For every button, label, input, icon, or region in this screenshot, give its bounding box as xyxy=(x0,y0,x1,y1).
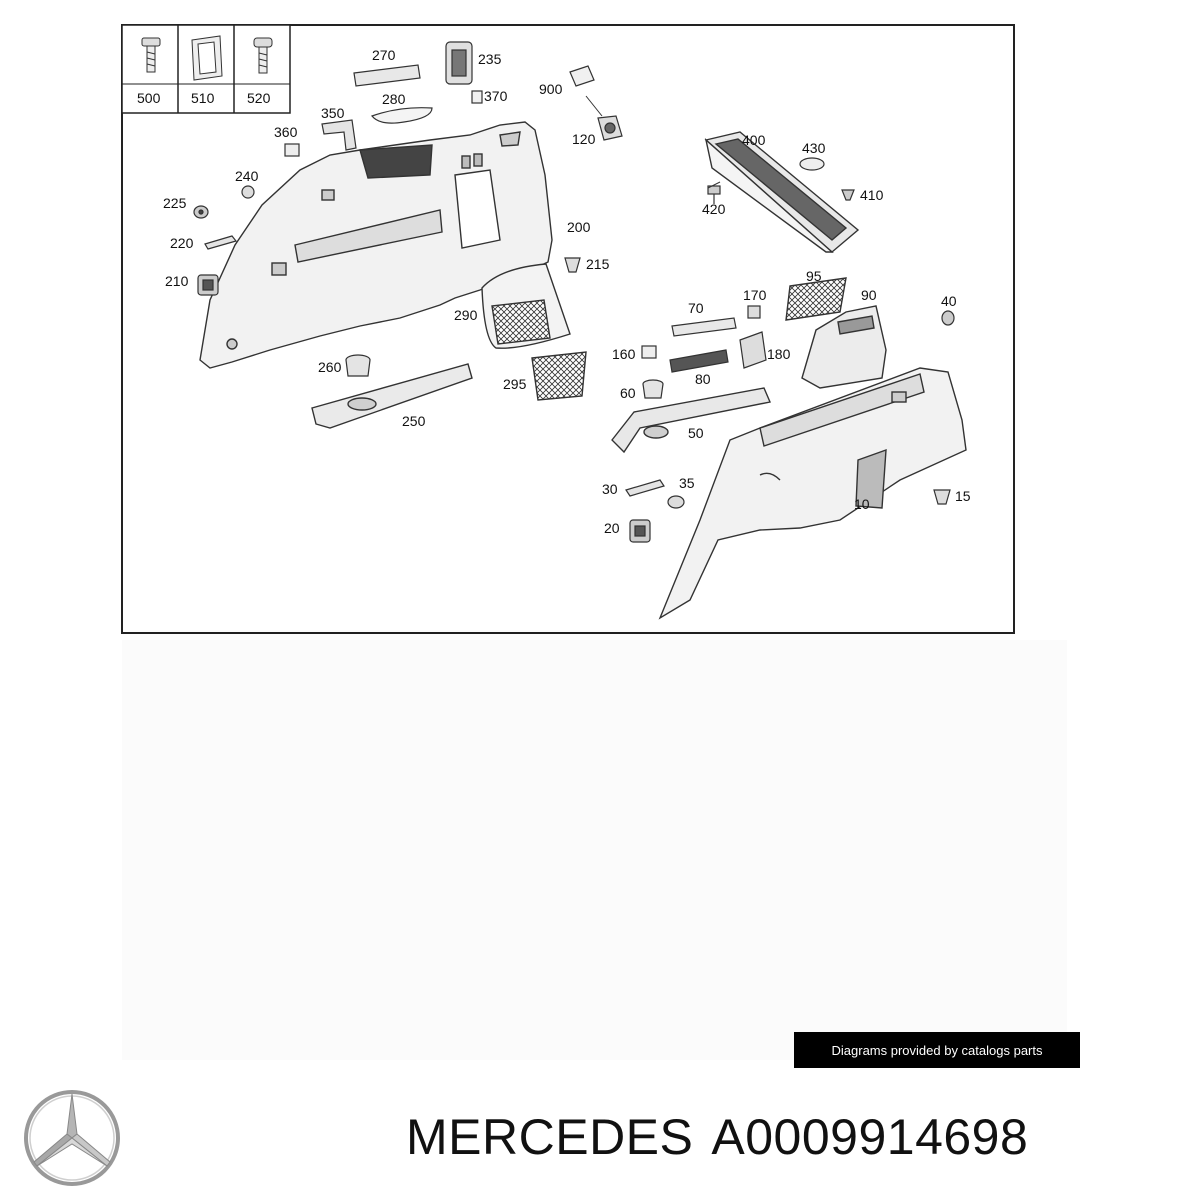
part-number: A0009914698 xyxy=(711,1109,1029,1165)
part-90 xyxy=(801,305,887,389)
part-430 xyxy=(799,157,825,171)
part-250 xyxy=(311,363,473,429)
right-trim-panel xyxy=(658,367,967,620)
part-170 xyxy=(747,305,761,319)
callout-210: 210 xyxy=(165,273,189,289)
part-280 xyxy=(371,107,433,124)
callout-80: 80 xyxy=(695,371,711,387)
part-220 xyxy=(204,235,238,250)
callout-370: 370 xyxy=(484,88,508,104)
fastener-label-510: 510 xyxy=(191,90,215,106)
part-35 xyxy=(667,495,685,509)
callout-360: 360 xyxy=(274,124,298,140)
part-225 xyxy=(193,205,209,219)
brand-name: MERCEDES xyxy=(406,1109,694,1165)
part-70 xyxy=(671,317,737,337)
callout-215: 215 xyxy=(586,256,610,272)
screw-icon xyxy=(141,37,161,73)
callout-30: 30 xyxy=(602,481,618,497)
callout-60: 60 xyxy=(620,385,636,401)
callout-225: 225 xyxy=(163,195,187,211)
fastener-label-500: 500 xyxy=(137,90,161,106)
callout-35: 35 xyxy=(679,475,695,491)
left-trim-panel xyxy=(199,121,553,369)
callout-290: 290 xyxy=(454,307,478,323)
callout-95: 95 xyxy=(806,268,822,284)
part-295 xyxy=(531,351,587,401)
part-30 xyxy=(625,479,665,497)
callout-280: 280 xyxy=(382,91,406,107)
callout-420: 420 xyxy=(702,201,726,217)
fastener-label-520: 520 xyxy=(247,90,271,106)
callout-70: 70 xyxy=(688,300,704,316)
callout-160: 160 xyxy=(612,346,636,362)
part-40 xyxy=(941,310,955,326)
callout-180: 180 xyxy=(767,346,791,362)
part-180 xyxy=(739,331,767,369)
callout-410: 410 xyxy=(860,187,884,203)
part-80 xyxy=(669,349,729,373)
part-370 xyxy=(471,90,483,104)
callout-250: 250 xyxy=(402,413,426,429)
callout-220: 220 xyxy=(170,235,194,251)
screw-icon xyxy=(253,37,273,74)
callout-200: 200 xyxy=(567,219,591,235)
part-420 xyxy=(707,185,721,204)
part-60 xyxy=(642,379,664,399)
part-120 xyxy=(597,115,623,141)
fastener-box: 500 510 520 xyxy=(121,24,291,114)
callout-90: 90 xyxy=(861,287,877,303)
callout-15: 15 xyxy=(955,488,971,504)
callout-260: 260 xyxy=(318,359,342,375)
part-15 xyxy=(933,489,951,505)
callout-235: 235 xyxy=(478,51,502,67)
blank-area xyxy=(122,640,1067,1060)
callout-350: 350 xyxy=(321,105,345,121)
callout-240: 240 xyxy=(235,168,259,184)
part-95 xyxy=(785,277,847,321)
part-410 xyxy=(841,189,855,201)
part-290 xyxy=(481,263,571,349)
part-235 xyxy=(445,41,473,85)
part-270 xyxy=(353,64,421,87)
part-350 xyxy=(321,119,357,151)
callout-labels: 270 235 900 370 280 350 360 120 240 225 … xyxy=(163,47,971,536)
callout-120: 120 xyxy=(572,131,596,147)
callout-430: 430 xyxy=(802,140,826,156)
part-400 xyxy=(704,131,860,253)
callout-400: 400 xyxy=(742,132,766,148)
part-160 xyxy=(641,345,657,359)
callout-270: 270 xyxy=(372,47,396,63)
callout-900: 900 xyxy=(539,81,563,97)
part-260 xyxy=(345,354,371,377)
part-50 xyxy=(611,387,771,454)
part-360 xyxy=(284,143,300,157)
clip-icon xyxy=(191,35,223,81)
mercedes-star-icon xyxy=(24,1090,120,1186)
callout-10: 10 xyxy=(854,496,870,512)
callout-170: 170 xyxy=(743,287,767,303)
brand-heading: MERCEDES A0009914698 xyxy=(406,1108,1046,1166)
callout-40: 40 xyxy=(941,293,957,309)
callout-295: 295 xyxy=(503,376,527,392)
part-20 xyxy=(629,519,651,543)
part-215 xyxy=(564,257,581,273)
callout-50: 50 xyxy=(688,425,704,441)
callout-20: 20 xyxy=(604,520,620,536)
part-240 xyxy=(241,185,255,199)
part-210 xyxy=(197,274,219,296)
attribution-banner: Diagrams provided by catalogs parts xyxy=(794,1032,1080,1068)
leader-lines xyxy=(585,95,721,189)
part-900 xyxy=(569,65,595,87)
